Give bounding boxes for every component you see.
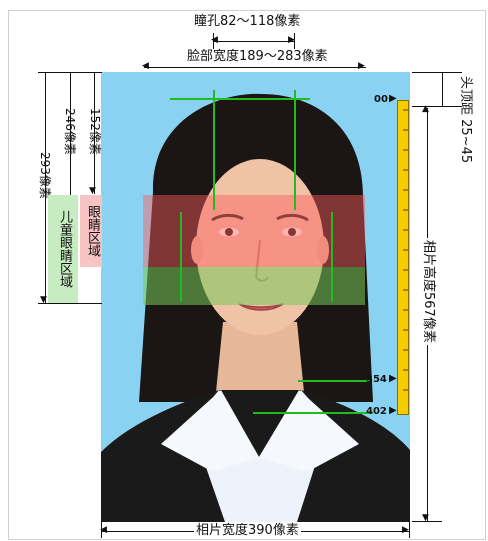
left-bottom-tick [38, 303, 102, 304]
ruler-mark-00: 00 [374, 94, 388, 105]
guide-line [331, 212, 333, 302]
guide-line [253, 412, 373, 414]
ruler-arrow: ▶ [389, 405, 397, 416]
face-width-label: 脸部宽度189～283像素 [185, 49, 330, 64]
left-top-tick [38, 72, 102, 73]
dim-293-label: 293像素 [38, 152, 52, 199]
guide-line [298, 380, 370, 382]
photo-height-label: 相片高度567像素 [421, 238, 436, 345]
face-width-dim-line [144, 67, 366, 68]
eye-zone-label: 眼睛区域 [85, 205, 100, 257]
head-top-dim-line [442, 73, 443, 106]
height-ruler [397, 100, 409, 415]
guide-line [180, 212, 182, 302]
pupil-distance-label: 瞳孔82～118像素 [194, 14, 301, 29]
ruler-arrow: ▶ [389, 93, 397, 104]
outer-frame [8, 10, 486, 540]
eye-zone-legend [80, 195, 102, 267]
child-eye-zone-legend [48, 195, 78, 303]
child-eye-zone-label: 儿童眼睛区域 [57, 210, 72, 288]
arrow-down-icon: ▼ [422, 513, 429, 523]
portrait-photo [101, 72, 410, 522]
head-top-tick [412, 106, 462, 107]
pupil-tick [294, 33, 295, 49]
pupil-tick [213, 33, 214, 49]
arrow-down-icon: ▼ [89, 186, 96, 196]
ruler-arrow: ▶ [389, 373, 397, 384]
guide-line [213, 90, 215, 210]
head-top-label: 头顶距 25~45 [458, 76, 473, 164]
ruler-mark-354: 354 [366, 374, 387, 385]
ruler-mark-402: 402 [366, 406, 387, 417]
arrow-right-icon: ▶ [358, 61, 365, 71]
dim-152-label: 152像素 [88, 108, 102, 155]
dim-152-line [94, 73, 95, 194]
dim-293-line [45, 73, 46, 303]
arrow-left-icon: ◀ [142, 61, 149, 71]
guide-line [170, 98, 310, 100]
arrow-left-icon: ◀ [100, 525, 107, 535]
pupil-dim-line [213, 41, 295, 42]
ruler-ticks [403, 109, 408, 391]
photo-height-tick [412, 521, 442, 522]
arrow-down-icon: ▼ [40, 295, 47, 305]
photo-width-tick [409, 520, 410, 538]
arrow-right-icon: ▶ [402, 525, 409, 535]
photo-width-label: 相片宽度390像素 [194, 523, 301, 538]
arrow-left-icon: ◀ [211, 35, 218, 45]
arrow-up-icon: ▲ [422, 104, 429, 114]
arrow-right-icon: ▶ [288, 35, 295, 45]
photo-width-tick [101, 520, 102, 538]
guide-line [294, 90, 296, 210]
portrait-illustration [101, 93, 410, 522]
dim-246-label: 246像素 [63, 108, 77, 155]
dim-246-line [70, 73, 71, 267]
head-top-tick [412, 72, 462, 73]
